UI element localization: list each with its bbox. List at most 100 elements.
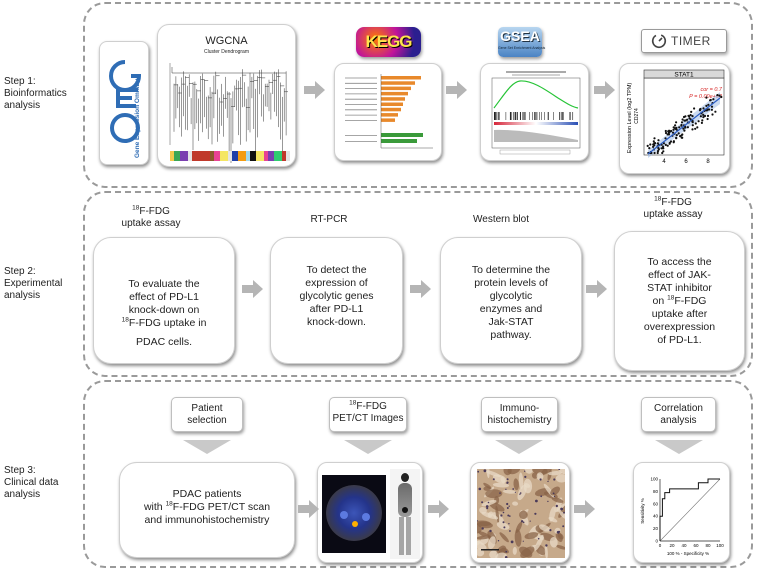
ihc-nucleus [545,544,548,547]
module-color-block [210,151,214,161]
gsea-frame [491,77,581,149]
step1-label-line1: Step 1: [4,76,36,87]
ihc-tissue-gland [551,497,564,503]
scatter-point [710,108,713,111]
ihc-nucleus [509,515,511,517]
ihc-nucleus [508,505,510,507]
gsea-subtitle: Gene Set Enrichment Analysis [498,46,546,50]
flow-arrow-right [304,81,325,99]
ihc-tissue-gland [548,471,562,476]
scatter-point [705,104,708,107]
ihc-nucleus [553,478,556,481]
scatter-point [694,127,697,130]
step2-caption-2: RT-PCR [310,214,348,225]
scatter-point [689,113,692,117]
scatter-point [672,128,675,131]
kegg-bar-up [381,113,398,117]
scatter-point [661,151,664,155]
scatter-regression-line [647,97,721,155]
kegg-logo-icon: KEGG [356,27,421,57]
kegg-bar-down [381,139,417,143]
ihc-tissue-gland [492,474,507,484]
step3-label-line3: analysis [4,489,41,500]
scatter-point [646,144,649,147]
step2-card-1-text: To evaluate the effect of PD-L1 knock-do… [121,278,207,348]
scatter-point [707,103,710,106]
scatter-point [691,124,694,127]
ihc-nucleus [492,478,495,481]
ihc-nucleus [556,530,560,534]
ihc-tissue-gland [538,524,551,532]
ihc-tissue-gland [555,544,565,550]
module-color-block [220,151,228,161]
ihc-tissue-gland [557,469,565,475]
step2-label: Step 2: Experimental analysis [4,266,62,302]
ihc-nucleus [524,470,526,472]
scatter-point [706,117,709,121]
timer-label: TIMER [671,34,711,48]
scatter-point [656,150,660,153]
step2-card-4-text: To access the effect of JAK- STAT inhibi… [643,256,716,346]
flow-arrow-down [183,440,231,454]
scatter-point [686,126,689,129]
ihc-nucleus [483,469,487,473]
step1-frame [83,2,753,188]
step3-label-line1: Step 3: [4,465,36,476]
ihc-nucleus [485,505,489,508]
step1-label: Step 1: Bioinformatics analysis [4,76,67,112]
ihc-tissue-gland [512,501,519,506]
ihc-tissue-gland [549,537,558,548]
scatter-point [696,126,699,129]
scatter-point [682,115,686,119]
scatter-point [653,142,656,145]
ihc-tissue-gland [532,469,548,475]
geo-card: Gene Expression Omnibus [99,41,149,165]
roc-curve [659,478,720,541]
scatter-point [720,95,723,99]
patients-card-text: PDAC patients with 18F-FDG PET/CT scan a… [143,488,271,526]
scatter-point [711,113,714,116]
ihc-tissue-gland [531,472,539,479]
timer-scatter-plot: STAT1 Expression Level (log2 TPM) CD274 … [627,69,725,165]
scatter-point [680,134,683,137]
scatter-point [671,131,675,134]
scatter-point [706,114,710,117]
ihc-tissue-gland [544,544,548,558]
scatter-point [682,127,685,130]
ihc-nucleus [502,511,505,514]
ihc-scale-bar [481,549,499,551]
scatter-point [691,115,694,118]
ihc-nucleus [524,475,527,478]
ihc-nucleus [562,525,565,528]
ihc-nucleus [558,469,561,471]
scatter-point [664,131,668,135]
ihc-tissue-gland [524,532,539,540]
ihc-nucleus [508,523,510,525]
ihc-nucleus [478,487,482,491]
ihc-tissue-gland [555,474,565,483]
ihc-nucleus [506,478,509,481]
ihc-tissue-gland [524,483,531,488]
step3-tag-petct: 18F-FDG PET/CT Images [329,397,407,432]
scatter-point [681,136,684,139]
ihc-tissue-gland [559,511,565,520]
ihc-nucleus [500,514,503,517]
module-color-block [264,151,268,161]
scatter-cd274: CD274 [634,108,640,124]
ihc-nucleus [563,511,565,514]
kegg-bar-up [381,91,408,96]
ihc-tissue-gland [495,552,507,558]
ihc-tissue-gland [507,469,521,475]
kegg-logo-text: KEGG [365,32,412,51]
scatter-point [702,116,705,119]
scatter-title: STAT1 [674,72,694,79]
scatter-point [660,147,663,150]
step2-label-line3: analysis [4,290,41,301]
ihc-nucleus [537,537,540,540]
ihc-nucleus [506,482,508,484]
scatter-point [678,126,681,129]
roc-curve-chart: Sensitivity % 100 % - Specificity % 0204… [640,477,724,557]
ihc-tissue-gland [555,531,563,542]
ihc-nucleus [520,520,524,523]
